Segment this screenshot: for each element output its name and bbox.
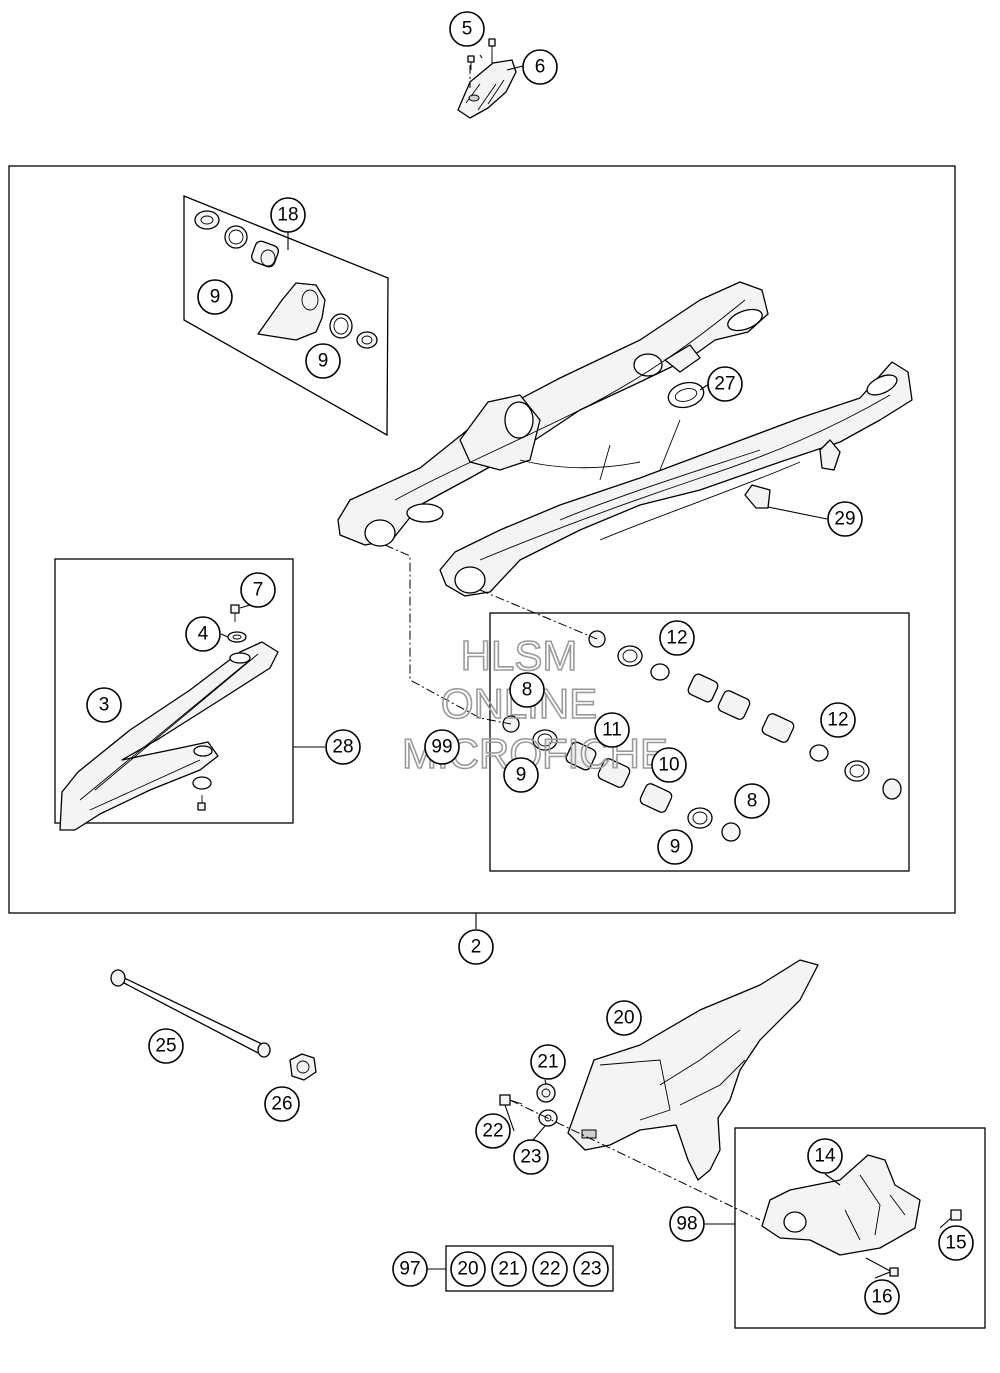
screw-part-7 <box>230 604 240 622</box>
callout-97[interactable]: 97 <box>392 1251 428 1287</box>
screw-part-5 <box>467 38 496 70</box>
callout-label: 11 <box>602 720 622 741</box>
callout-9-pivot-left[interactable]: 9 <box>197 279 233 315</box>
callout-3[interactable]: 3 <box>86 687 122 723</box>
washer-part-4 <box>227 631 247 643</box>
callout-8-upper[interactable]: 8 <box>509 672 545 708</box>
callout-label: 29 <box>834 509 855 530</box>
cap-part-27 <box>667 381 705 409</box>
swingarm-assembly-frame <box>8 165 956 914</box>
callout-26[interactable]: 26 <box>264 1086 300 1122</box>
callout-label: 7 <box>253 580 264 601</box>
callout-7[interactable]: 7 <box>240 572 276 608</box>
dashed-axis-lines <box>384 54 761 1221</box>
callout-label: 12 <box>666 628 687 649</box>
callout-label: 4 <box>198 624 209 645</box>
callout-label: 23 <box>520 1147 541 1168</box>
callout-label: 9 <box>210 287 221 308</box>
callout-label: 10 <box>658 755 679 776</box>
callout-label: 9 <box>318 351 329 372</box>
callout-28[interactable]: 28 <box>325 729 361 765</box>
callout-label: 28 <box>332 737 353 758</box>
callout-label: 20 <box>613 1008 634 1029</box>
callout-label: 99 <box>431 737 452 758</box>
callout-label: 15 <box>945 1233 966 1254</box>
callout-9-pivot-right[interactable]: 9 <box>305 343 341 379</box>
callout-18[interactable]: 18 <box>270 197 306 233</box>
callout-label: 25 <box>155 1036 176 1057</box>
nut-part-21 <box>536 1083 556 1103</box>
callout-2[interactable]: 2 <box>458 929 494 965</box>
chain-guide-frame <box>734 1127 986 1329</box>
bolt-part-16 <box>865 1257 899 1277</box>
callout-label: 21 <box>537 1052 558 1073</box>
callout-98[interactable]: 98 <box>669 1206 705 1242</box>
callout-label: 22 <box>482 1121 503 1142</box>
callout-25[interactable]: 25 <box>148 1028 184 1064</box>
callout-label: 97 <box>399 1259 420 1280</box>
swingarm-part-2 <box>337 281 913 597</box>
callout-label: 9 <box>516 765 527 786</box>
callout-label: 8 <box>747 791 758 812</box>
callout-99[interactable]: 99 <box>424 729 460 765</box>
watermark-line-1: HLSM <box>461 632 578 679</box>
callout-label: 2 <box>471 937 482 958</box>
callout-5[interactable]: 5 <box>449 11 485 47</box>
callout-label: 27 <box>714 374 735 395</box>
callout-11[interactable]: 11 <box>594 712 630 748</box>
chain-guide-part-6 <box>457 59 517 119</box>
callout-20[interactable]: 20 <box>606 1000 642 1036</box>
callout-label: 12 <box>827 710 848 731</box>
callout-label: 23 <box>580 1259 601 1280</box>
axle-part-25 <box>110 969 271 1058</box>
kit-97-item-21[interactable]: 21 <box>491 1251 527 1287</box>
callout-label: 20 <box>457 1259 478 1280</box>
bearing-kit-parts <box>502 630 902 842</box>
kit-97-item-23[interactable]: 23 <box>573 1251 609 1287</box>
callout-label: 9 <box>670 837 681 858</box>
callout-label: 21 <box>498 1259 519 1280</box>
chain-guard-part-20 <box>567 959 819 1181</box>
callout-15[interactable]: 15 <box>938 1225 974 1261</box>
nut-part-26 <box>289 1053 317 1081</box>
callout-27[interactable]: 27 <box>707 366 743 402</box>
callout-label: 16 <box>871 1287 892 1308</box>
leader-lines <box>220 54 952 1279</box>
chain-guide-part-14 <box>761 1154 921 1256</box>
screw-part-15 <box>950 1209 962 1221</box>
callout-12-upper[interactable]: 12 <box>659 620 695 656</box>
callout-12-lower[interactable]: 12 <box>820 702 856 738</box>
callout-label: 6 <box>535 57 546 78</box>
callout-6[interactable]: 6 <box>522 49 558 85</box>
callout-23[interactable]: 23 <box>513 1139 549 1175</box>
pivot-kit-frame <box>183 195 389 437</box>
callout-label: 98 <box>676 1214 697 1235</box>
callout-label: 22 <box>539 1259 560 1280</box>
callout-8-lower[interactable]: 8 <box>734 783 770 819</box>
bearing-kit-frame <box>489 612 910 872</box>
callout-9-kit-left[interactable]: 9 <box>503 757 539 793</box>
callout-29[interactable]: 29 <box>827 501 863 537</box>
callout-14[interactable]: 14 <box>807 1138 843 1174</box>
callout-9-kit-right[interactable]: 9 <box>657 829 693 865</box>
callout-22[interactable]: 22 <box>475 1113 511 1149</box>
kit-97-item-20[interactable]: 20 <box>450 1251 486 1287</box>
pivot-kit-parts-18 <box>194 210 378 349</box>
callout-label: 3 <box>99 695 110 716</box>
slider-screw-lower <box>192 776 212 811</box>
kit-97-item-22[interactable]: 22 <box>532 1251 568 1287</box>
callout-label: 8 <box>522 680 533 701</box>
chain-slider-part-3 <box>59 641 279 831</box>
callout-label: 26 <box>271 1094 292 1115</box>
callout-label: 5 <box>462 19 473 40</box>
callout-16[interactable]: 16 <box>864 1279 900 1315</box>
callout-10[interactable]: 10 <box>651 747 687 783</box>
callout-4[interactable]: 4 <box>185 616 221 652</box>
callout-label: 14 <box>814 1146 836 1167</box>
callout-label: 18 <box>277 205 298 226</box>
chain-slider-frame <box>54 558 294 824</box>
callout-21[interactable]: 21 <box>530 1044 566 1080</box>
